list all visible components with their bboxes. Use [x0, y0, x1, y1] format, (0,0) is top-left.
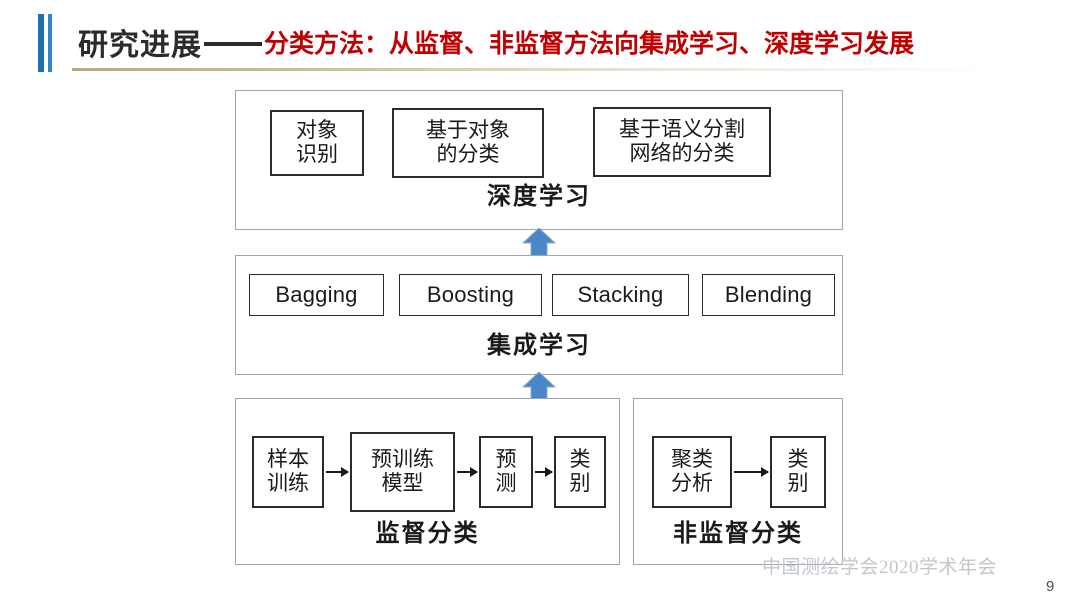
arrow-icon-cluster-to-category — [734, 467, 769, 477]
panel-title-unsupervised-classification: 非监督分类 — [673, 520, 803, 547]
panel-title-ensemble-learning: 集成学习 — [487, 332, 591, 359]
title-underline — [72, 68, 1002, 71]
node-cluster-analysis: 聚类 分析 — [652, 436, 732, 508]
panel-unsupervised-classification: 聚类 分析 类 别 非监督分类 — [633, 398, 843, 565]
node-stacking: Stacking — [552, 274, 689, 316]
title-accent-bars — [38, 14, 60, 72]
panel-ensemble-learning: Bagging Boosting Stacking Blending 集成学习 — [235, 255, 843, 375]
accent-bar-thin — [48, 14, 52, 72]
accent-bar-thick — [38, 14, 44, 72]
arrow-icon-pretrained-to-predict — [457, 467, 478, 477]
node-object-recognition: 对象 识别 — [270, 110, 364, 176]
slide-title-row: 研究进展 分类方法：从监督、非监督方法向集成学习、深度学习发展 — [78, 18, 1068, 66]
page-title: 研究进展 — [78, 29, 202, 62]
node-blending: Blending — [702, 274, 835, 316]
node-boosting: Boosting — [399, 274, 542, 316]
node-category-unsupervised: 类 别 — [770, 436, 826, 508]
node-bagging: Bagging — [249, 274, 384, 316]
node-prediction: 预 测 — [479, 436, 533, 508]
node-object-based-classification: 基于对象 的分类 — [392, 108, 544, 178]
page-number: 9 — [1046, 578, 1055, 595]
page-subtitle: 分类方法：从监督、非监督方法向集成学习、深度学习发展 — [264, 30, 915, 58]
arrow-icon-predict-to-category — [535, 467, 553, 477]
title-dash-separator — [204, 42, 262, 46]
panel-title-supervised-classification: 监督分类 — [375, 520, 480, 547]
node-category-supervised: 类 别 — [554, 436, 606, 508]
node-pretrained-model: 预训练 模型 — [350, 432, 455, 512]
node-semantic-segmentation-classification: 基于语义分割 网络的分类 — [593, 107, 771, 177]
panel-title-deep-learning: 深度学习 — [487, 183, 591, 210]
node-sample-training: 样本 训练 — [252, 436, 324, 508]
watermark-text: 中国测绘学会2020学术年会 — [762, 557, 998, 578]
arrow-icon-sample-to-pretrained — [326, 467, 349, 477]
panel-supervised-classification: 样本 训练 预训练 模型 预 测 类 别 监督分类 — [235, 398, 620, 565]
panel-deep-learning: 对象 识别 基于对象 的分类 基于语义分割 网络的分类 深度学习 — [235, 90, 843, 230]
